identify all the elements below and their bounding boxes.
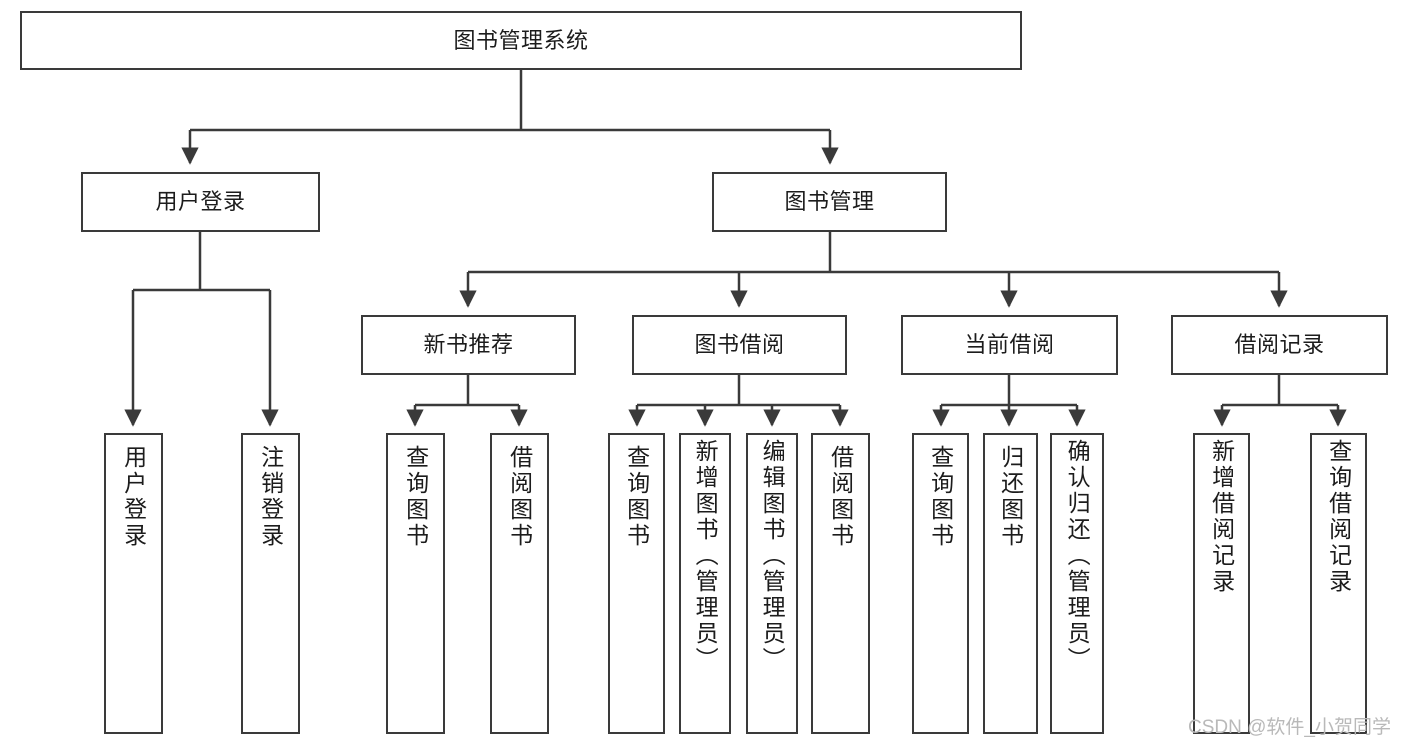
leaf-edit-book-admin[interactable]: 编辑图书（管理员） [746, 433, 798, 734]
leaf-query-book-recommend[interactable]: 查询图书 [386, 433, 445, 734]
node-label: 新增图书（管理员） [692, 439, 719, 673]
watermark-text: CSDN @软件_小贺同学 [1188, 717, 1391, 738]
leaf-return-book[interactable]: 归还图书 [983, 433, 1038, 734]
node-label: 新书推荐 [423, 332, 514, 358]
leaf-add-borrow-record[interactable]: 新增借阅记录 [1193, 433, 1250, 734]
leaf-query-borrow-record[interactable]: 查询借阅记录 [1310, 433, 1367, 734]
node-label: 借阅记录 [1234, 332, 1325, 358]
node-label: 图书管理 [784, 189, 875, 215]
leaf-borrow-book-recommend[interactable]: 借阅图书 [490, 433, 549, 734]
leaf-borrow-book[interactable]: 借阅图书 [811, 433, 870, 734]
node-label: 图书借阅 [694, 332, 785, 358]
leaf-logout[interactable]: 注销登录 [241, 433, 300, 734]
node-book-management[interactable]: 图书管理 [712, 172, 947, 232]
node-label: 查询图书 [402, 445, 429, 549]
node-root-book-management-system[interactable]: 图书管理系统 [20, 11, 1022, 70]
node-label: 借阅图书 [506, 445, 533, 549]
node-label: 编辑图书（管理员） [759, 439, 786, 673]
node-label: 查询图书 [927, 445, 954, 549]
node-label: 确认归还（管理员） [1064, 439, 1091, 673]
node-label: 新增借阅记录 [1208, 439, 1235, 595]
node-label: 当前借阅 [964, 332, 1055, 358]
node-label: 查询图书 [623, 445, 650, 549]
leaf-user-login[interactable]: 用户登录 [104, 433, 163, 734]
node-book-borrowing[interactable]: 图书借阅 [632, 315, 847, 375]
node-label: 用户登录 [155, 189, 246, 215]
leaf-confirm-return-admin[interactable]: 确认归还（管理员） [1050, 433, 1104, 734]
node-user-login[interactable]: 用户登录 [81, 172, 320, 232]
node-label: 查询借阅记录 [1325, 439, 1352, 595]
node-label: 注销登录 [257, 445, 284, 549]
leaf-query-book-current[interactable]: 查询图书 [912, 433, 969, 734]
node-label: 图书管理系统 [453, 27, 589, 53]
node-label: 归还图书 [997, 445, 1024, 549]
node-new-book-recommendation[interactable]: 新书推荐 [361, 315, 576, 375]
leaf-add-book-admin[interactable]: 新增图书（管理员） [679, 433, 731, 734]
node-label: 借阅图书 [827, 445, 854, 549]
node-borrowing-record[interactable]: 借阅记录 [1171, 315, 1388, 375]
leaf-query-book-borrow[interactable]: 查询图书 [608, 433, 665, 734]
node-current-borrowing[interactable]: 当前借阅 [901, 315, 1118, 375]
node-label: 用户登录 [120, 445, 147, 549]
